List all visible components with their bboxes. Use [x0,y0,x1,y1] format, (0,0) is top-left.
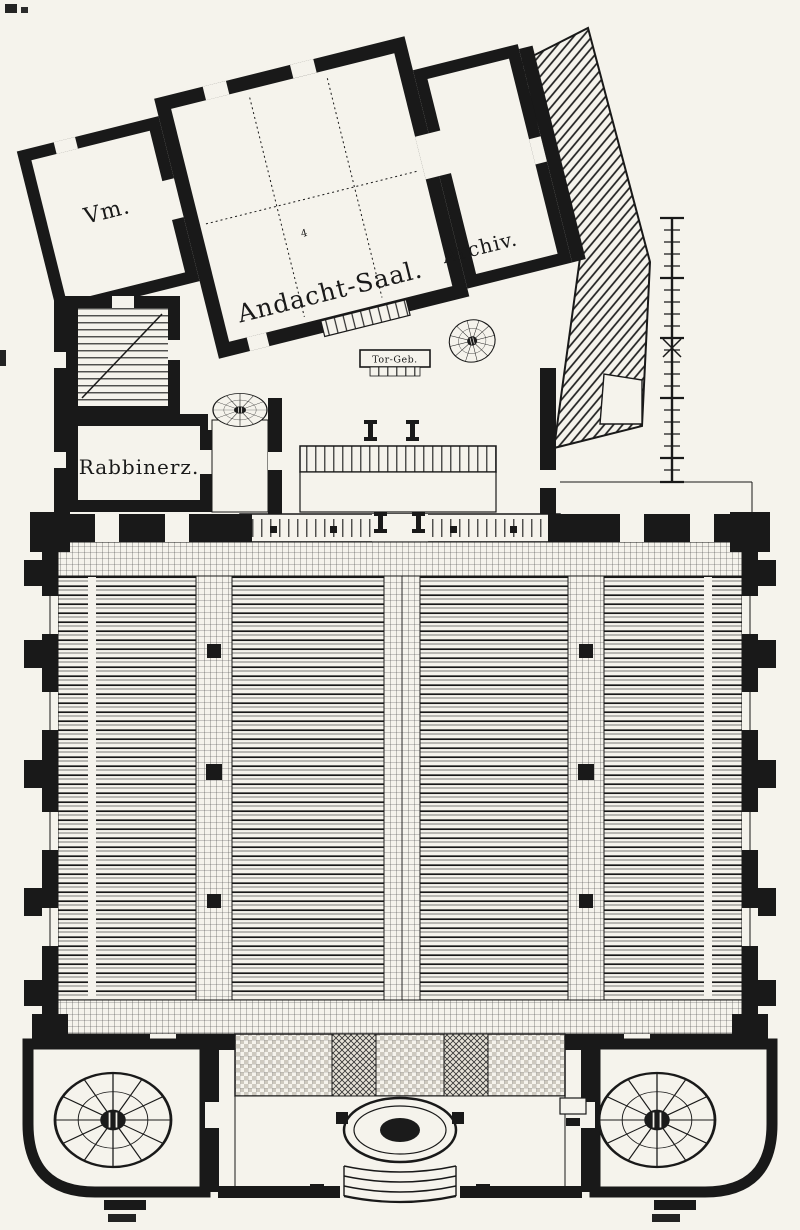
lobby-tile-floor [234,1033,566,1097]
base-speck-right [652,1214,680,1222]
door-gap [268,452,282,470]
door-gap [168,340,180,360]
left-annex: Rabbinerz. [54,296,272,516]
vestibule-wall-right [540,368,556,514]
gallery-post-left [374,512,387,533]
room-archiv: Archiv. [412,44,573,289]
entrance-steps [343,1165,457,1204]
door-gap [200,450,212,474]
spiral-stair-right [597,1071,717,1169]
door-gap [246,332,270,352]
bench-block-right [603,575,743,1001]
room-label-rabbinerz: Rabbinerz. [79,455,200,479]
outer-pilasters [24,560,776,1006]
wing-end-wall [518,45,586,263]
top-wall-left [42,514,240,542]
oval-stair [212,392,268,428]
right-room-fixture [559,1097,587,1126]
tor-geb-box: Tor-Geb. [359,349,431,377]
bottom-wall-left [218,1186,340,1198]
gallery-post-right [412,512,425,533]
bottom-wall-right [460,1186,582,1198]
bench-block-left [57,575,197,1001]
aisle-band-top [57,541,743,577]
door-post-right [406,420,419,441]
vestibule: Tor-Geb. [268,349,556,514]
corridor [211,419,269,513]
bench-aisle-gap-left [88,577,96,999]
door-gap [205,1102,219,1128]
main-hall [24,481,776,1050]
gallery-band [239,512,561,543]
base-block-right [654,1200,696,1210]
aisle-band-bottom [57,999,743,1035]
bench-block-centre-right [419,575,569,1001]
window-gap [53,136,78,154]
base-block-left [104,1200,146,1210]
base-speck-left [108,1214,136,1222]
vestibule-platform [299,471,497,513]
columns [206,644,594,908]
stair-room [66,296,180,418]
door-gap [540,470,556,488]
vestibule-stairs [299,445,497,473]
portal-pier-left [310,1184,324,1198]
narthex [22,1033,778,1222]
tor-geb-steps [369,366,421,377]
door-gap [415,129,453,180]
bench-aisle-gap-right [704,577,712,999]
upper-wing: Vm. 4 Andacht-Saal. Archiv. [16,36,586,368]
bench-block-centre-left [231,575,385,1001]
door-gap [112,296,134,308]
steps-to-vestibule [320,298,411,338]
hatch-notch [599,373,643,425]
stair-run-line [81,313,163,399]
corner-pier-tr [730,512,770,552]
entrance-portal [336,1096,464,1164]
door-post-left [364,420,377,441]
corner-pier-tl [30,512,70,552]
room-rabbinerz: Rabbinerz. [66,414,212,512]
window-gap [289,59,317,79]
room-andacht-saal: 4 Andacht-Saal. [154,36,470,359]
lobby-dark-panel-right [443,1033,489,1097]
scan-specks [0,4,28,366]
window-gap [202,80,230,101]
ref-mark: 4 [300,228,309,240]
aisle-strip-left [195,575,233,1001]
label-tor-geb: Tor-Geb. [372,355,417,366]
top-wall-right [560,514,758,542]
spiral-stair-left [53,1071,173,1169]
aisle-strip-right [567,575,605,1001]
scale-bar [660,216,684,484]
lobby-dark-panel-left [331,1033,377,1097]
window-gap [529,136,548,165]
vault-dotted-lines [205,78,418,317]
portal-pier-right [476,1184,490,1198]
